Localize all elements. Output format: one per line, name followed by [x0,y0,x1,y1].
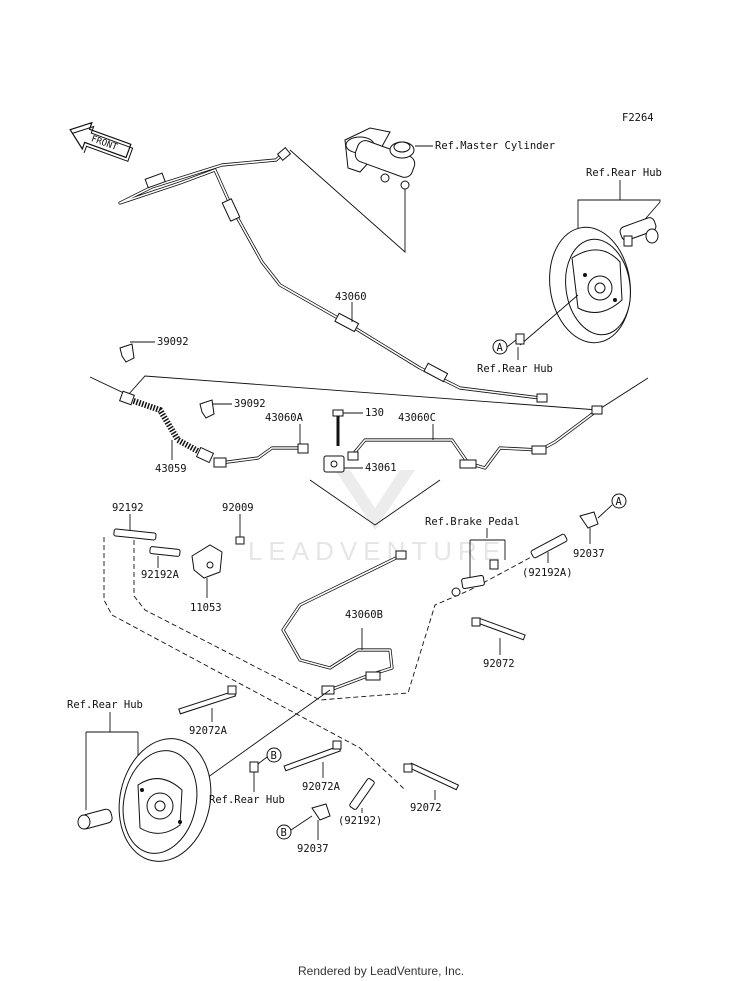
leader [577,199,661,202]
leader [309,479,441,526]
wheel-cylinder-right [619,217,659,247]
clip-39092-lower [199,399,215,419]
part-92192a-paren-label: (92192A) [522,567,573,579]
figure-code: F2264 [622,112,654,124]
leader [257,756,268,765]
ref-rear-hub-top-label: Ref.Rear Hub [586,167,662,179]
cable-tie-92072-right [471,617,526,641]
leader [85,712,139,810]
pipe-grommet [334,312,360,333]
brake-hose-43059 [119,390,215,464]
bracket-11053 [191,544,223,579]
part-92037-top-label: 92037 [573,548,605,560]
part-39092-a-label: 39092 [157,336,189,348]
marker-a-circle-right [611,493,627,509]
part-92192-paren-label: (92192) [338,815,382,827]
ref-rear-hub-b-label: Ref.Rear Hub [209,794,285,806]
wheel-cylinder-left [77,808,113,830]
boot-92192-bottom [349,778,375,810]
part-43061-label: 43061 [365,462,397,474]
part-92072a-mid-label: 92072A [302,781,341,793]
boot-92192a-right [530,533,568,559]
brake-pedal-fitting [451,559,499,597]
ref-rear-hub-left-label: Ref.Rear Hub [67,699,143,711]
brake-pipe-43060c [347,405,603,470]
boot-92192a [149,546,181,557]
rear-hub-backing-plate-left [118,738,212,862]
marker-b-circle-bottom [276,824,292,840]
marker-a-right: A [616,496,623,508]
parking-cable-path [103,537,549,791]
clamp-92037-top [579,511,599,529]
part-92009-label: 92009 [222,502,254,514]
leader [290,815,313,831]
leader [519,294,579,346]
screw-92009 [235,536,245,545]
part-39092-b-label: 39092 [234,398,266,410]
joint-43061 [323,455,345,473]
front-arrow: FRONT [69,121,134,162]
pipe-fitting [536,393,548,403]
pipe-grommet [144,172,166,189]
bolt-130 [332,409,344,446]
master-cylinder [344,127,416,190]
watermark-text: LEADVENTURE [248,536,506,566]
part-11053-label: 11053 [190,602,222,614]
part-43059-label: 43059 [155,463,187,475]
leader [289,149,406,254]
leader [89,375,649,411]
cable-tie-92072-bottom [403,762,460,791]
part-92072a-left-label: 92072A [189,725,228,737]
marker-b-top: B [271,750,277,762]
watermark: LEADVENTURE [248,470,506,566]
bleeder-screw [515,333,525,345]
marker-b-circle [266,747,282,763]
part-92192a-label: 92192A [141,569,180,581]
ref-rear-hub-top-a-label: Ref.Rear Hub [477,363,553,375]
rear-hub-backing-plate-right [549,226,631,344]
cable-tie-92072a-left [178,685,237,715]
marker-b-bottom: B [281,827,287,839]
clip-39092-upper [119,343,135,363]
part-92072-bottom-label: 92072 [410,802,442,814]
part-43060b-label: 43060B [345,609,383,621]
part-43060a-label: 43060A [265,412,304,424]
pipe-fitting [276,147,292,161]
clamp-92037-bottom [311,803,331,821]
part-92072-right-label: 92072 [483,658,515,670]
part-43060-label: 43060 [335,291,367,303]
bleeder-screw-b [249,761,259,773]
brake-pipe-43060b [281,550,407,695]
watermark-logo [335,470,415,530]
leader [469,528,506,580]
ref-brake-pedal-label: Ref.Brake Pedal [425,516,520,528]
pipe-grommet [221,198,241,222]
brake-pipe-43060a [213,443,309,468]
cable-tie-92072a-mid [283,740,342,772]
brake-pipe-43060 [118,147,548,403]
pipe-to-hub [189,689,331,791]
part-43060c-label: 43060C [398,412,436,424]
ref-master-cylinder-label: Ref.Master Cylinder [435,140,555,152]
part-92037-bottom-label: 92037 [297,843,329,855]
leader [506,339,517,348]
marker-a-top: A [497,342,504,354]
boot-92192 [113,528,157,541]
part-130-label: 130 [365,407,384,419]
leader [597,504,613,519]
footer-text: Rendered by LeadVenture, Inc. [298,964,464,978]
part-92192-label: 92192 [112,502,144,514]
pipe-grommet [423,362,449,383]
